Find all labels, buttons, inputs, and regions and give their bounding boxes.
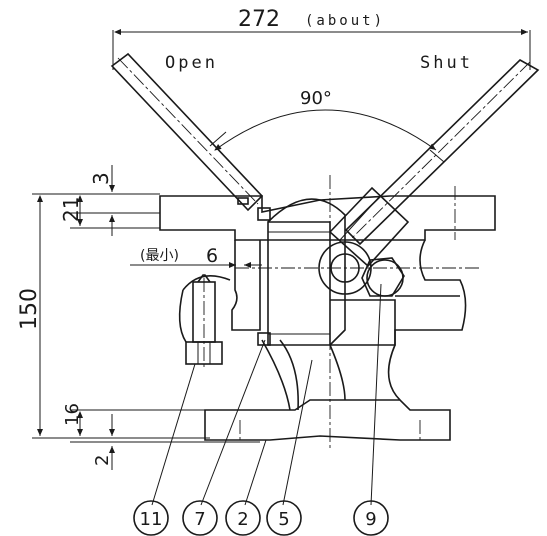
minimum-clearance-value: 6 xyxy=(206,245,218,267)
rotation-angle-value: 90° xyxy=(300,88,332,109)
height-dimension: 150 xyxy=(17,193,210,439)
callout-11: 11 xyxy=(133,500,169,536)
top-flange-value: 21 xyxy=(59,197,83,222)
valve-body xyxy=(159,175,496,450)
svg-text:7: 7 xyxy=(194,509,205,530)
bottom-flange-dimension: 16 xyxy=(62,403,210,436)
svg-text:9: 9 xyxy=(365,509,376,530)
shut-position-label: Shut xyxy=(420,53,473,73)
svg-text:5: 5 xyxy=(278,509,289,530)
callout-bubbles: 11 7 2 5 9 xyxy=(133,500,389,536)
bottom-gap-dimension: 2 xyxy=(70,414,260,470)
bottom-gap-value: 2 xyxy=(92,455,113,466)
overall-width-value: 272 xyxy=(238,7,280,32)
handle-open-position xyxy=(110,52,264,212)
svg-text:2: 2 xyxy=(237,509,248,530)
top-gap-dimension: 3 xyxy=(89,165,115,236)
rotation-angle-arc: 90° xyxy=(214,88,437,151)
overall-width-dimension: 272 (about) xyxy=(112,7,531,70)
top-flange-dimension: 21 xyxy=(59,195,160,229)
overall-width-note: (about) xyxy=(305,13,385,29)
minimum-clearance-label: (最小) xyxy=(140,248,179,264)
callout-5: 5 xyxy=(266,500,302,536)
callout-leaders xyxy=(151,283,382,506)
minimum-clearance-dimension: (最小) 6 xyxy=(130,245,262,268)
height-value: 150 xyxy=(17,288,42,330)
callout-9: 9 xyxy=(353,500,389,536)
callout-7: 7 xyxy=(182,500,218,536)
open-position-label: Open xyxy=(165,53,218,73)
svg-text:11: 11 xyxy=(140,509,163,530)
handle-shut-position xyxy=(344,59,540,246)
bottom-flange-value: 16 xyxy=(62,403,83,426)
callout-2: 2 xyxy=(225,500,261,536)
top-gap-value: 3 xyxy=(89,172,113,185)
